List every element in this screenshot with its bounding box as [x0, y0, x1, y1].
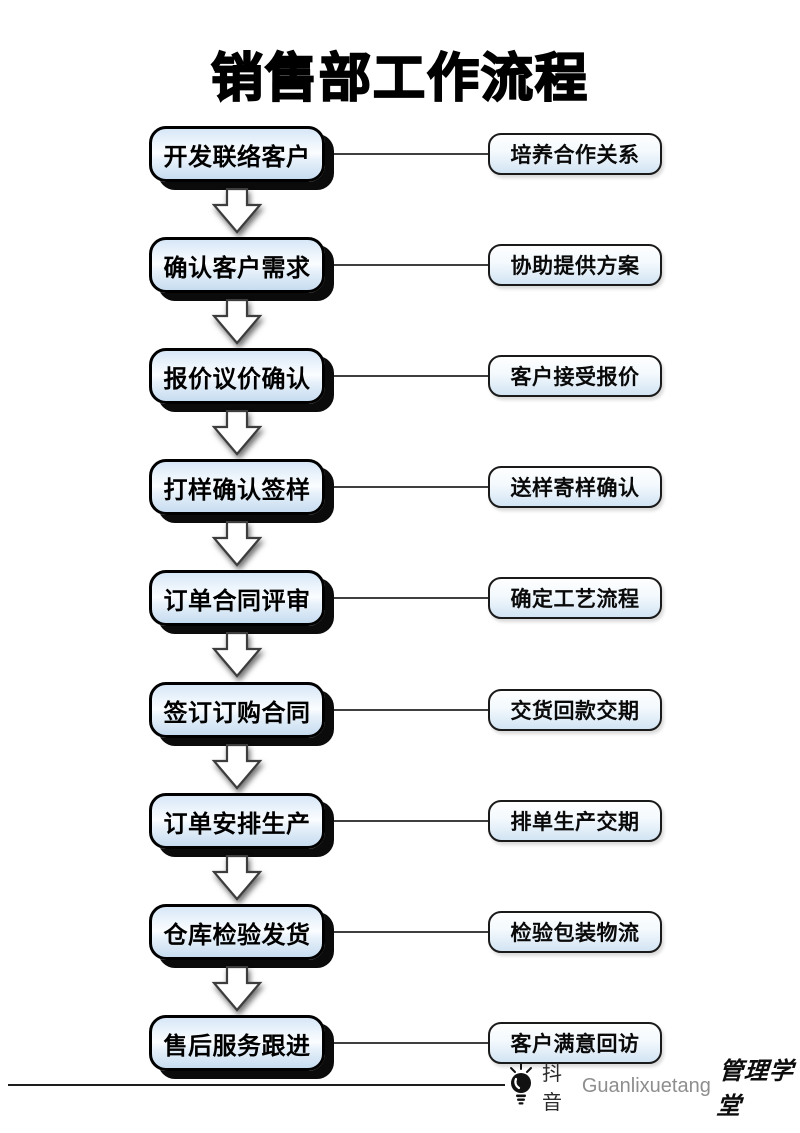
page-title: 销售部工作流程	[210, 49, 589, 109]
step-box: 开发联络客户	[149, 126, 325, 182]
arrow-down-icon	[211, 188, 263, 234]
step-box: 签订订购合同	[149, 682, 325, 738]
connector-line	[328, 709, 488, 711]
side-note-box: 送样寄样确认	[488, 466, 662, 508]
flow-row: 售后服务跟进 客户满意回访	[0, 1015, 800, 1071]
connector-line	[328, 820, 488, 822]
flow-row: 订单合同评审 确定工艺流程	[0, 570, 800, 626]
arrow-down-icon	[211, 299, 263, 345]
step-box: 订单安排生产	[149, 793, 325, 849]
lightbulb-icon	[507, 1062, 535, 1111]
footer-handle-label: Guanlixuetang	[581, 1074, 711, 1097]
footer-divider	[8, 1084, 505, 1086]
step-box: 确认客户需求	[149, 237, 325, 293]
connector-line	[328, 597, 488, 599]
side-note-box: 交货回款交期	[488, 689, 662, 731]
connector-line	[328, 264, 488, 266]
footer-brand-label: 管理学堂	[715, 1058, 795, 1120]
side-note-box: 客户满意回访	[488, 1022, 662, 1064]
step-box: 订单合同评审	[149, 570, 325, 626]
connector-line	[328, 375, 488, 377]
flow-row: 打样确认签样 送样寄样确认	[0, 459, 800, 515]
side-note-box: 检验包装物流	[488, 911, 662, 953]
connector-line	[328, 1042, 488, 1044]
step-box: 仓库检验发货	[149, 904, 325, 960]
connector-line	[328, 486, 488, 488]
flow-row: 报价议价确认 客户接受报价	[0, 348, 800, 404]
connector-line	[328, 153, 488, 155]
connector-line	[328, 931, 488, 933]
flow-row: 仓库检验发货 检验包装物流	[0, 904, 800, 960]
arrow-down-icon	[211, 521, 263, 567]
side-note-box: 协助提供方案	[488, 244, 662, 286]
flow-row: 签订订购合同 交货回款交期	[0, 682, 800, 738]
flow-row: 订单安排生产 排单生产交期	[0, 793, 800, 849]
side-note-box: 客户接受报价	[488, 355, 662, 397]
step-box: 售后服务跟进	[149, 1015, 325, 1071]
side-note-box: 确定工艺流程	[488, 577, 662, 619]
arrow-down-icon	[211, 632, 263, 678]
footer-platform-label: 抖音	[542, 1063, 562, 1114]
arrow-down-icon	[211, 855, 263, 901]
arrow-down-icon	[211, 410, 263, 456]
arrow-down-icon	[211, 966, 263, 1012]
step-box: 打样确认签样	[149, 459, 325, 515]
arrow-down-icon	[211, 744, 263, 790]
side-note-box: 排单生产交期	[488, 800, 662, 842]
step-box: 报价议价确认	[149, 348, 325, 404]
side-note-box: 培养合作关系	[488, 133, 662, 175]
flow-row: 确认客户需求 协助提供方案	[0, 237, 800, 293]
flow-row: 开发联络客户 培养合作关系	[0, 126, 800, 182]
footer-logo: 抖音 Guanlixuetang 管理学堂	[507, 1058, 800, 1120]
